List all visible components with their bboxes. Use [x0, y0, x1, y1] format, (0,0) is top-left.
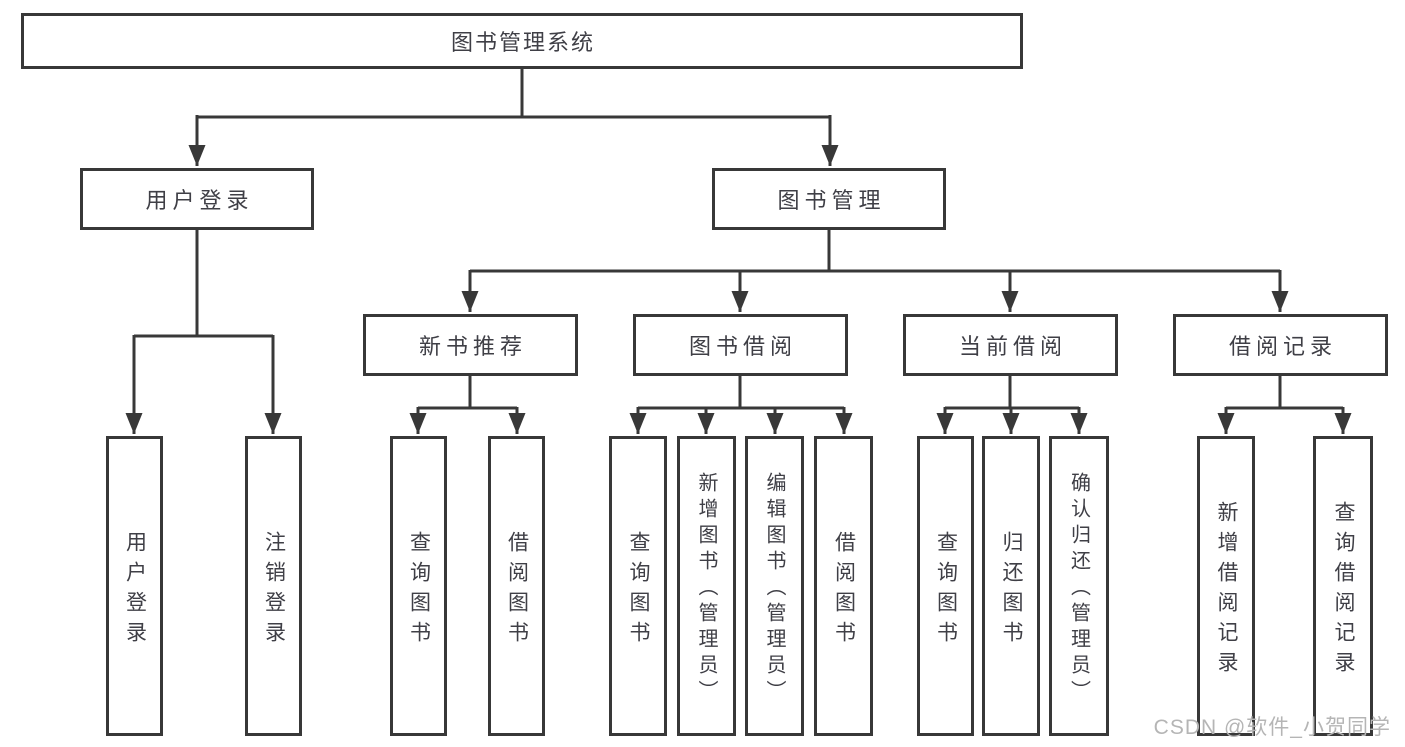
node-leaf-newbooks-query: 查询图书: [390, 436, 447, 736]
node-leaf-records-add: 新增借阅记录: [1197, 436, 1255, 736]
node-user-login: 用户登录: [80, 168, 314, 230]
node-leaf-logout: 注销登录: [245, 436, 302, 736]
node-leaf-user-login: 用户登录: [106, 436, 163, 736]
node-leaf-records-query: 查询借阅记录: [1313, 436, 1373, 736]
node-leaf-newbooks-borrow: 借阅图书: [488, 436, 545, 736]
node-book-management: 图书管理: [712, 168, 946, 230]
node-leaf-current-confirm-admin: 确认归还（管理员）: [1049, 436, 1109, 736]
node-library-management-system: 图书管理系统: [21, 13, 1023, 69]
node-leaf-current-query: 查询图书: [917, 436, 974, 736]
node-new-book-recommend: 新书推荐: [363, 314, 578, 376]
node-leaf-borrow-edit-admin: 编辑图书（管理员）: [745, 436, 804, 736]
node-borrow-records: 借阅记录: [1173, 314, 1388, 376]
node-leaf-borrow-borrow: 借阅图书: [814, 436, 873, 736]
node-leaf-borrow-query: 查询图书: [609, 436, 667, 736]
node-current-borrow: 当前借阅: [903, 314, 1118, 376]
node-leaf-current-return: 归还图书: [982, 436, 1040, 736]
node-book-borrow: 图书借阅: [633, 314, 848, 376]
node-leaf-borrow-add-admin: 新增图书（管理员）: [677, 436, 736, 736]
csdn-watermark: CSDN @软件_小贺同学: [1153, 716, 1391, 739]
